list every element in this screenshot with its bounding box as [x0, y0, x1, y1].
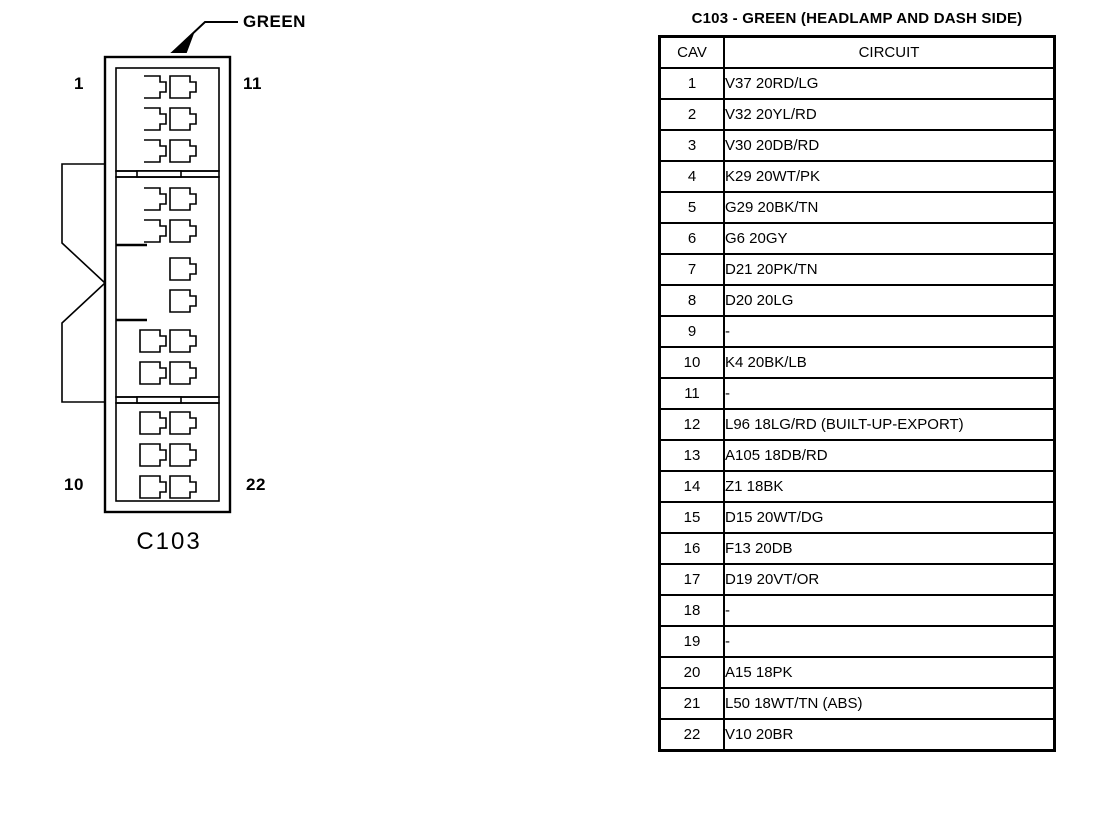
connector-caption: C103 [136, 528, 202, 555]
cell-cav: 19 [658, 625, 725, 658]
circuit-table-panel: C103 - GREEN (HEADLAMP AND DASH SIDE) CA… [658, 10, 1058, 752]
cell-circuit: V30 20DB/RD [723, 129, 1056, 162]
cell-circuit: G29 20BK/TN [723, 191, 1056, 224]
cell-cav: 21 [658, 687, 725, 720]
cell-circuit: D15 20WT/DG [723, 501, 1056, 534]
cell-circuit: D20 20LG [723, 284, 1056, 317]
column-header-cav: CAV [658, 35, 725, 69]
column-header-circuit: CIRCUIT [723, 35, 1056, 69]
connector-rib-lower [115, 396, 220, 404]
cell-circuit: - [723, 625, 1056, 658]
cell-cav: 2 [658, 98, 725, 131]
table-row: 11- [658, 377, 1056, 410]
pin-label-top-left: 1 [74, 74, 84, 93]
cell-circuit: - [723, 377, 1056, 410]
table-row: 9- [658, 315, 1056, 348]
connector-drawing [61, 21, 238, 514]
cell-cav: 8 [658, 284, 725, 317]
circuit-table-title: C103 - GREEN (HEADLAMP AND DASH SIDE) [691, 10, 1023, 27]
cell-cav: 10 [658, 346, 725, 379]
cell-circuit: D21 20PK/TN [723, 253, 1056, 286]
connector-block-bottom [115, 402, 220, 502]
table-header-row: CAV CIRCUIT [658, 35, 1056, 69]
pin-label-top-right: 11 [243, 74, 262, 93]
cell-circuit: K29 20WT/PK [723, 160, 1056, 193]
cell-cav: 17 [658, 563, 725, 596]
cell-circuit: F13 20DB [723, 532, 1056, 565]
cell-circuit: Z1 18BK [723, 470, 1056, 503]
cell-cav: 20 [658, 656, 725, 689]
cell-cav: 14 [658, 470, 725, 503]
pin-label-bottom-right: 22 [246, 475, 266, 494]
cell-cav: 1 [658, 67, 725, 100]
connector-rib-upper [115, 170, 220, 178]
connector-body-outline [103, 55, 232, 514]
cell-cav: 22 [658, 718, 725, 752]
circuit-table-head: CAV CIRCUIT [658, 35, 1056, 69]
cell-circuit: A105 18DB/RD [723, 439, 1056, 472]
table-row: 19- [658, 625, 1056, 658]
cell-cav: 13 [658, 439, 725, 472]
cell-circuit: D19 20VT/OR [723, 563, 1056, 596]
pin-label-bottom-left: 10 [64, 475, 84, 494]
cell-cav: 15 [658, 501, 725, 534]
cell-circuit: L96 18LG/RD (BUILT-UP-EXPORT) [723, 408, 1056, 441]
connector-diagram-panel: GREEN 1 11 10 22 C103 [61, 12, 306, 555]
cell-circuit: V10 20BR [723, 718, 1056, 752]
connector-side-latch [61, 163, 107, 403]
cell-cav: 12 [658, 408, 725, 441]
cell-cav: 6 [658, 222, 725, 255]
green-callout-leader [170, 21, 238, 53]
cell-circuit: V37 20RD/LG [723, 67, 1056, 100]
connector-block-middle [115, 176, 220, 398]
cell-cav: 7 [658, 253, 725, 286]
cell-circuit: G6 20GY [723, 222, 1056, 255]
cell-circuit: K4 20BK/LB [723, 346, 1056, 379]
cell-cav: 5 [658, 191, 725, 224]
cell-cav: 18 [658, 594, 725, 627]
cell-cav: 11 [658, 377, 725, 410]
cell-cav: 9 [658, 315, 725, 348]
cell-circuit: - [723, 315, 1056, 348]
cell-circuit: L50 18WT/TN (ABS) [723, 687, 1056, 720]
cell-cav: 16 [658, 532, 725, 565]
cell-circuit: A15 18PK [723, 656, 1056, 689]
cell-circuit: V32 20YL/RD [723, 98, 1056, 131]
cell-cav: 4 [658, 160, 725, 193]
green-callout-label: GREEN [243, 12, 306, 31]
table-row: 18- [658, 594, 1056, 627]
cell-circuit: - [723, 594, 1056, 627]
cell-cav: 3 [658, 129, 725, 162]
connector-block-top [115, 67, 220, 172]
